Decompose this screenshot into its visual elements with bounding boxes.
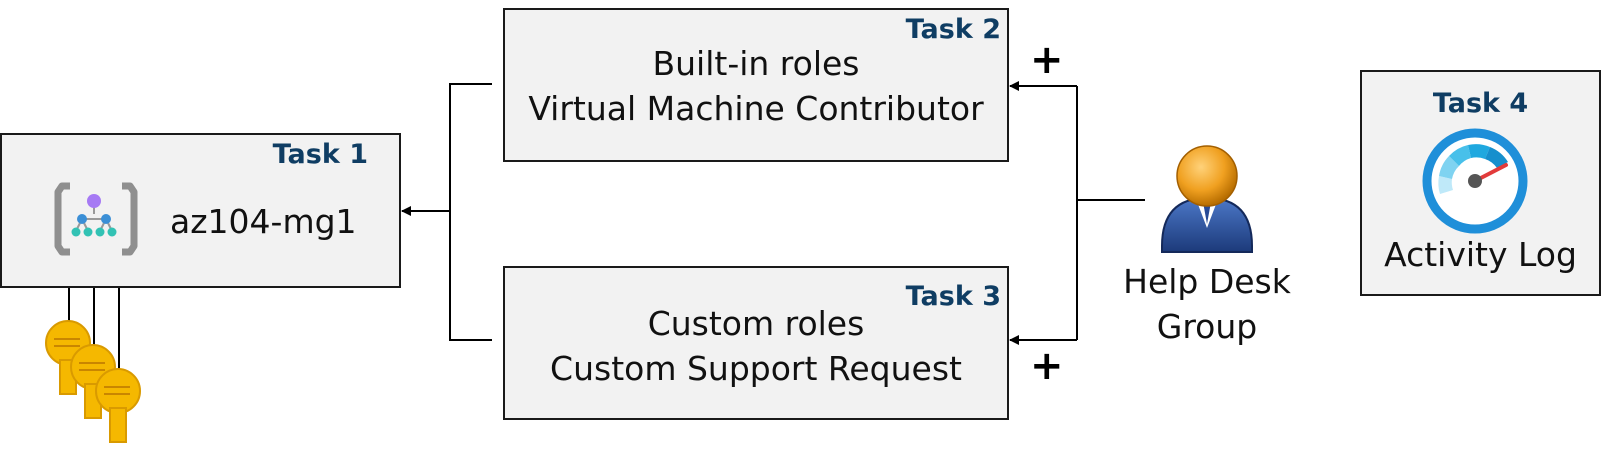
- task3-label: Task 3: [905, 281, 1001, 312]
- task4-label: Task 4: [1432, 88, 1529, 119]
- task1-label: Task 1: [272, 139, 368, 170]
- task1-name: az104-mg1: [170, 202, 357, 241]
- group-line1: Help Desk: [1123, 262, 1291, 301]
- task4-name: Activity Log: [1384, 235, 1577, 274]
- task2-box: [503, 8, 1009, 162]
- task2-line2: Virtual Machine Contributor: [528, 89, 984, 128]
- plus-sign-top: +: [1030, 37, 1064, 83]
- task2-label: Task 2: [905, 14, 1001, 45]
- task3-line1: Custom roles: [647, 304, 865, 343]
- task1-box: [0, 133, 401, 288]
- plus-sign-bottom: +: [1030, 343, 1064, 389]
- task3-box: [503, 266, 1009, 420]
- task3-line2: Custom Support Request: [550, 349, 962, 388]
- task2-line1: Built-in roles: [652, 44, 860, 83]
- group-line2: Group: [1156, 307, 1258, 346]
